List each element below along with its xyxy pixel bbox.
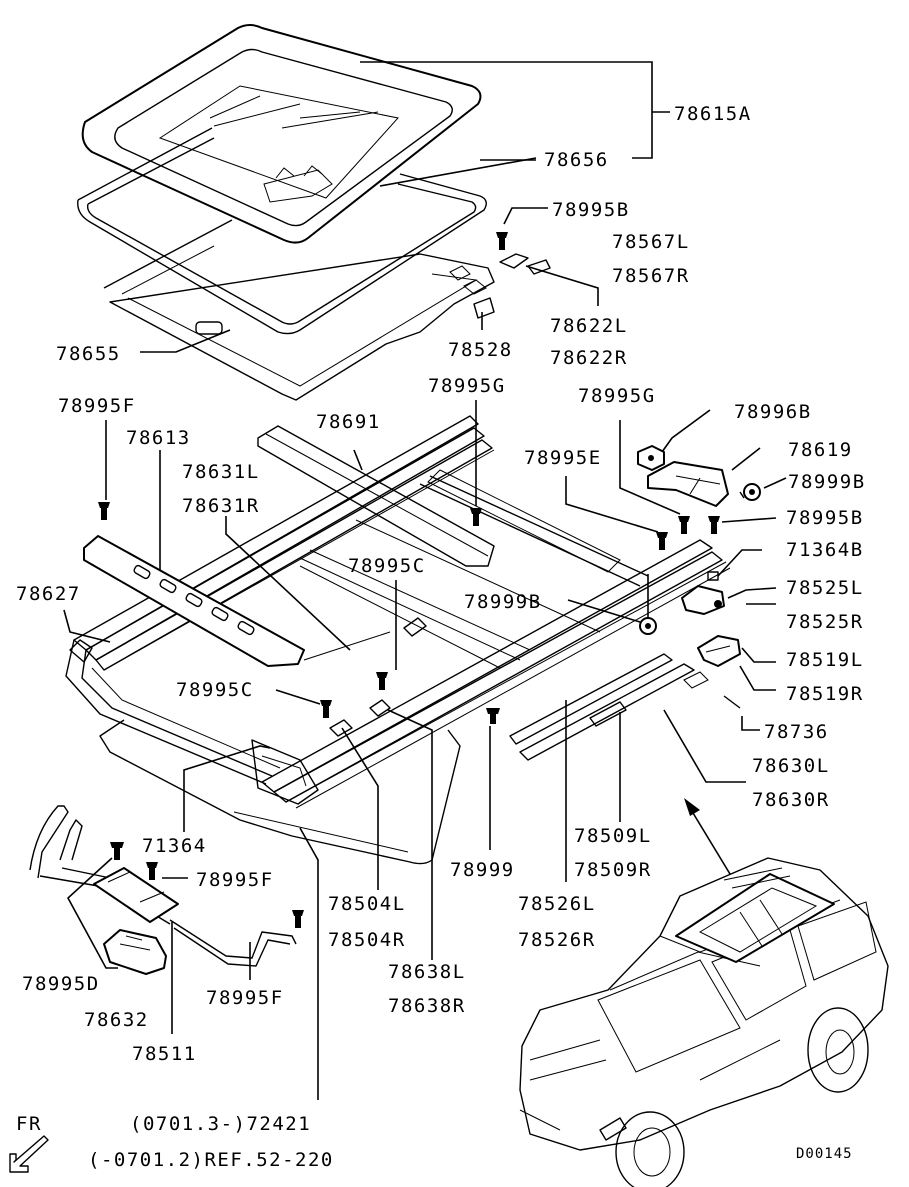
screw-78995B-right [708, 516, 720, 534]
bracket-78504 [329, 719, 353, 737]
label-78631R: 78631R [182, 495, 260, 517]
nut-78996B [637, 445, 665, 471]
screw-78995F-bot [292, 910, 304, 928]
label-78631L: 78631L [182, 461, 260, 483]
label-71364: 71364 [142, 835, 207, 857]
motor-78632 [103, 929, 167, 975]
screw-78995E [656, 532, 668, 550]
clip-78999B-mid [639, 617, 657, 635]
bracket-78638 [369, 699, 391, 717]
label-78996B: 78996B [734, 401, 812, 423]
label-78627: 78627 [16, 583, 81, 605]
label-72421: (0701.3-)72421 [130, 1113, 311, 1135]
front-label: FR [16, 1113, 42, 1135]
label-78999B-mid: 78999B [464, 591, 542, 613]
label-78519R: 78519R [786, 683, 864, 705]
label-78995F-top: 78995F [58, 395, 136, 417]
label-78999B-right: 78999B [788, 471, 866, 493]
weatherstrip [77, 127, 487, 335]
bolt-78999 [486, 708, 500, 724]
label-78995D: 78995D [22, 973, 100, 995]
label-78504R: 78504R [328, 929, 406, 951]
label-78995B-right: 78995B [786, 507, 864, 529]
screw-78995C-top [376, 672, 388, 690]
screw-78995G-a [470, 508, 482, 526]
guide-rail-78630 [509, 653, 709, 761]
label-78525R: 78525R [786, 611, 864, 633]
cable-78509 [589, 701, 627, 727]
sunshade-frame-plate [103, 165, 495, 401]
label-78525L: 78525L [786, 577, 864, 599]
label-78526L: 78526L [518, 893, 596, 915]
label-71364B: 71364B [786, 539, 864, 561]
label-78995E: 78995E [524, 447, 602, 469]
label-78509R: 78509R [574, 859, 652, 881]
label-78995G-a: 78995G [428, 375, 506, 397]
rear-crossmember-78691 [257, 425, 495, 567]
wind-deflector-78613 [83, 535, 305, 667]
part-labels: 78615A 78656 78995B 78567L 78567R 78622L… [16, 103, 866, 1171]
label-ref-52-220: (-0701.2)REF.52-220 [88, 1149, 334, 1171]
label-78567R: 78567R [612, 265, 690, 287]
label-78630L: 78630L [752, 755, 830, 777]
shoe-78519 [697, 635, 741, 667]
label-78638R: 78638R [388, 995, 466, 1017]
diagram-code: D00145 [796, 1146, 853, 1162]
label-78632: 78632 [84, 1009, 149, 1031]
leader-lines [63, 61, 787, 1100]
label-78691: 78691 [316, 411, 381, 433]
label-78655: 78655 [56, 343, 121, 365]
clip-78999B-right [739, 483, 761, 501]
label-78995F-bot: 78995F [206, 987, 284, 1009]
spring-78736 [723, 695, 741, 709]
label-78995F-mid: 78995F [196, 869, 274, 891]
label-78613: 78613 [126, 427, 191, 449]
label-78528: 78528 [448, 339, 513, 361]
screw-78995F-mid [146, 862, 158, 880]
bracket-78631 [303, 617, 427, 661]
label-78736: 78736 [764, 721, 829, 743]
label-78995G-b: 78995G [578, 385, 656, 407]
bracket-78567 [473, 253, 551, 319]
label-78622R: 78622R [550, 347, 628, 369]
cable-run [169, 919, 297, 967]
label-78526R: 78526R [518, 929, 596, 951]
label-78638L: 78638L [388, 961, 466, 983]
label-78615A: 78615A [674, 103, 752, 125]
screw-78995D [110, 842, 124, 860]
label-78622L: 78622L [550, 315, 628, 337]
vehicle-illustration [519, 798, 889, 1187]
front-arrow [9, 1135, 49, 1173]
label-78995B-top: 78995B [552, 199, 630, 221]
label-78509L: 78509L [574, 825, 652, 847]
label-78504L: 78504L [328, 893, 406, 915]
glass-panel [81, 24, 482, 244]
screw-78995B-top [496, 232, 508, 250]
screw-78995C-left [320, 700, 332, 718]
motor-bracket-78511 [93, 867, 179, 923]
screw-78995G-b [678, 516, 690, 534]
label-78630R: 78630R [752, 789, 830, 811]
label-78619: 78619 [788, 439, 853, 461]
sunroof-frame [65, 415, 731, 809]
label-78656: 78656 [544, 149, 609, 171]
label-78519L: 78519L [786, 649, 864, 671]
screw-78995F-top [98, 502, 110, 520]
label-78999: 78999 [450, 859, 515, 881]
label-78995C-top: 78995C [348, 555, 426, 577]
guide-78525 [681, 585, 725, 615]
bracket-78619 [647, 461, 729, 507]
label-78995C-left: 78995C [176, 679, 254, 701]
label-78567L: 78567L [612, 231, 690, 253]
label-78511: 78511 [132, 1043, 197, 1065]
